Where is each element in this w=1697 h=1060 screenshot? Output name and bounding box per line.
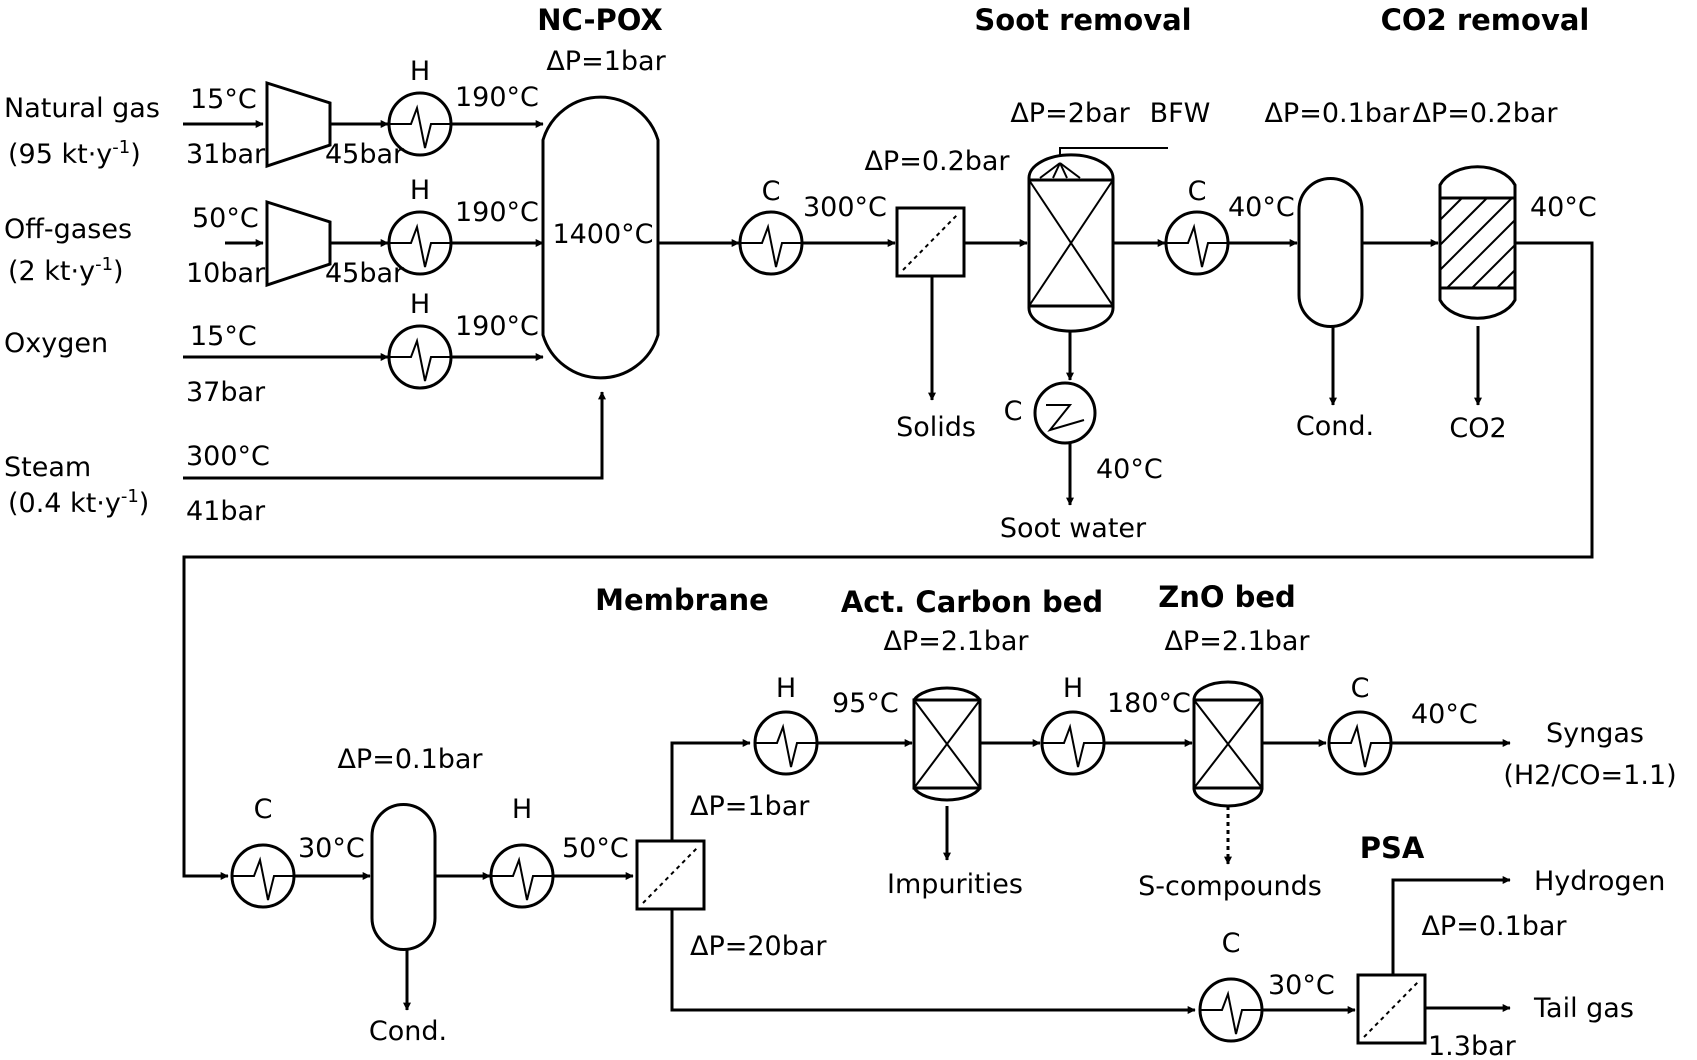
co2-label: CO2 [1449,413,1506,444]
retentate-stream [670,739,751,841]
heater-6-t-out: 180°C [1107,688,1191,719]
off-gases-rate: (2 kt·y-1) [8,254,124,287]
psa-unit [1356,973,1427,1045]
steam-rate: (0.4 kt·y-1) [8,486,149,519]
cooler-8 [1198,977,1264,1043]
cond-2-label: Cond. [369,1016,447,1047]
cooler-1 [738,210,804,276]
cooler-2-label: C [1188,176,1207,207]
zno-title: ZnO bed [1158,580,1296,614]
co2-t-out: 40°C [1530,192,1597,223]
soot-filter [895,206,966,278]
bfw-label: BFW [1150,98,1211,129]
s-compounds-label: S-compounds [1138,871,1322,902]
soot-water-cooler [1033,381,1097,445]
natural-gas-rate: (95 kt·y-1) [8,137,141,170]
natural-gas-compressor [265,80,332,169]
cooler-2-t-out: 40°C [1228,192,1295,223]
heater-6 [1040,710,1106,776]
separator-1 [1297,177,1364,328]
ncpox-title: NC-POX [537,3,663,37]
oxygen-t-out: 190°C [455,311,539,342]
ncpox-temp: 1400°C [552,219,653,250]
cooler-7-label: C [1351,673,1370,704]
separator-2 [370,803,437,951]
tail-gas-label: Tail gas [1533,993,1634,1024]
natural-gas-p-in: 31bar [186,139,266,170]
scrubber-dp: ΔP=2bar [1010,98,1130,129]
syngas-ratio: (H2/CO=1.1) [1503,760,1676,791]
heater-4-label: H [512,794,532,825]
steam-stream [183,391,606,480]
natural-gas-p-out: 45bar [325,139,405,170]
co2-absorber [1438,165,1517,320]
oxygen-p-in: 37bar [186,377,266,408]
soot-removal-title: Soot removal [974,3,1191,37]
co2-column-dp: ΔP=0.2bar [1412,98,1558,129]
natural-gas-t-in: 15°C [190,84,257,115]
cooler-3-t-out: 30°C [298,833,365,864]
membrane-dp-top: ΔP=1bar [690,791,810,822]
cooler-7-t-out: 40°C [1411,699,1478,730]
off-gases-t-in: 50°C [192,203,259,234]
cooler-3 [230,843,296,909]
psa-title: PSA [1360,831,1425,865]
membrane-dp-bottom: ΔP=20bar [690,931,827,962]
off-gases-p-in: 10bar [186,258,266,289]
off-gases-heater-label: H [410,175,430,206]
permeate-stream [670,909,1196,1014]
oxygen-label: Oxygen [4,328,108,359]
heater-5-label: H [776,673,796,704]
ncpox-reactor [541,95,660,380]
natural-gas-heater-label: H [410,56,430,87]
heater-5 [753,710,819,776]
membrane-title: Membrane [595,583,769,617]
steam-p-in: 41bar [186,496,266,527]
syngas-label: Syngas [1546,718,1644,749]
cooler-2 [1164,210,1230,276]
act-carbon-title: Act. Carbon bed [841,585,1103,619]
oxygen-heater-label: H [410,289,430,320]
natural-gas-label: Natural gas [4,93,160,124]
oxygen-t-in: 15°C [190,321,257,352]
co2-removal-title: CO2 removal [1381,3,1590,37]
heater-4 [489,843,555,909]
cooler-1-t-out: 300°C [803,192,887,223]
steam-t-in: 300°C [186,441,270,472]
off-gases-compressor [265,199,332,288]
soot-water-temp: 40°C [1096,454,1163,485]
act-carbon-dp: ΔP=2.1bar [883,626,1029,657]
soot-water-label: Soot water [1000,513,1147,544]
off-gases-p-out: 45bar [325,258,405,289]
oxygen-heater [387,324,453,390]
heater-4-t-out: 50°C [562,833,629,864]
separator-1-dp: ΔP=0.1bar [1264,98,1410,129]
hydrogen-label: Hydrogen [1534,866,1665,897]
cooler-8-t-out: 30°C [1268,970,1335,1001]
cooler-1-label: C [762,176,781,207]
soot-water-cooler-label: C [1004,396,1023,427]
psa-dp: ΔP=0.1bar [1421,911,1567,942]
heater-6-label: H [1063,673,1083,704]
cond-1-label: Cond. [1296,411,1374,442]
solids-label: Solids [896,412,976,443]
hydrogen-stream [1391,876,1511,975]
steam-label: Steam [4,452,91,483]
separator-2-dp: ΔP=0.1bar [337,744,483,775]
impurities-label: Impurities [887,869,1023,900]
zno-dp: ΔP=2.1bar [1164,626,1310,657]
ncpox-dp: ΔP=1bar [546,46,666,77]
off-gases-label: Off-gases [4,214,132,245]
cooler-7 [1327,710,1393,776]
cooler-3-label: C [254,794,273,825]
filter-dp: ΔP=0.2bar [864,146,1010,177]
transfer-stream [182,241,1594,880]
heater-5-t-out: 95°C [832,688,899,719]
psa-pressure: 1.3bar [1428,1031,1517,1060]
off-gases-t-out: 190°C [455,197,539,228]
natural-gas-t-out: 190°C [455,82,539,113]
cooler-8-label: C [1222,928,1241,959]
